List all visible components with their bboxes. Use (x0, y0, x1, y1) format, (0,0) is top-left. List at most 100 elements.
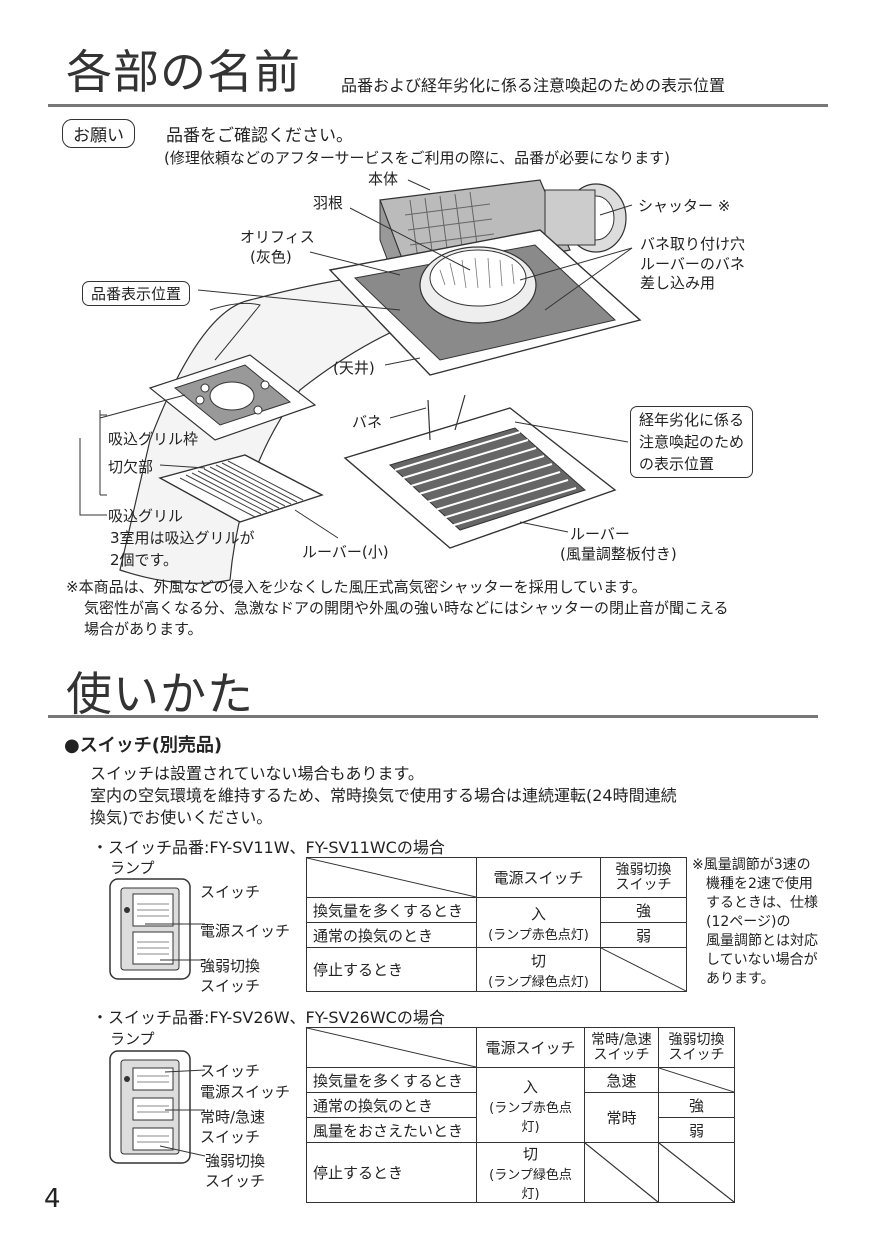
switch1-note-line: するときは、仕様 (706, 895, 818, 911)
switch2-row3: 風量をおさえたいとき (306, 1117, 477, 1143)
label-spring-hole-note2: 差し込み用 (640, 274, 716, 292)
switch2-label-strength2: スイッチ (205, 1172, 266, 1190)
label-grille-frame: 吸込グリル枠 (108, 430, 199, 448)
switch1-head-strength1: 強弱切換 (615, 861, 672, 878)
usage-intro2: 室内の空気環境を維持するため、常時換気で使用する場合は連続運転(24時間連続 (90, 786, 677, 805)
usage-intro1: スイッチは設置されていない場合もあります。 (90, 764, 424, 783)
label-spring-hole-note1: ルーバーのバネ (640, 255, 745, 273)
switch1-note-line: (12ページ)の (706, 914, 791, 930)
section-subtitle: 品番および経年劣化に係る注意喚起のための表示位置 (341, 76, 726, 95)
switch2-rapid: 急速 (584, 1067, 659, 1093)
switch2-on-cell: 入 (ランプ赤色点灯) (476, 1067, 585, 1143)
switch1-note-line: していない場合が (706, 952, 818, 968)
section-title-parts: 各部の名前 (66, 45, 301, 99)
label-orifice-note: (灰色) (250, 248, 292, 266)
switch2-label-switch: スイッチ (200, 1062, 261, 1080)
switch1-on-note: (ランプ赤色点灯) (488, 927, 589, 943)
footnote-line1: ※本商品は、外風などの侵入を少なくした風圧式高気密シャッターを採用しています。 (66, 578, 647, 596)
label-grille: 吸込グリル (108, 507, 184, 525)
label-louver-small: ルーバー(小) (302, 543, 389, 561)
switch2-label-rapid1: 常時/急速 (200, 1108, 266, 1126)
label-fan: 羽根 (313, 194, 344, 212)
switch1-note-line: あります。 (706, 971, 775, 987)
label-aging-position: 経年劣化に係る 注意喚起のため の表示位置 (630, 406, 754, 478)
switch2-constant: 常時 (584, 1092, 659, 1143)
switch2-table: 電源スイッチ 常時/急速スイッチ 強弱切換スイッチ 換気量を多くするとき 入(ラ… (306, 1027, 735, 1203)
switch2-label-strength1: 強弱切換 (205, 1152, 266, 1170)
switch1-strong: 強 (600, 897, 687, 923)
label-louver: ルーバー (570, 525, 630, 543)
switch1-off: 切 (530, 951, 546, 970)
switch-heading: ●スイッチ(別売品) (64, 735, 223, 756)
switch1-row3: 停止するとき (306, 947, 477, 992)
switch1-panel-illustration (109, 878, 205, 980)
switch1-row1: 換気量を多くするとき (306, 897, 477, 923)
switch1-caption: ・スイッチ品番:FY-SV11W、FY-SV11WCの場合 (92, 838, 445, 857)
switch2-head-strength1: 強弱切換 (668, 1031, 725, 1048)
label-grille-note2: 2個です。 (110, 551, 179, 569)
switch2-row4: 停止するとき (306, 1142, 477, 1203)
switch2-on-note: (ランプ赤色点灯) (489, 1100, 572, 1135)
section-divider (48, 104, 828, 107)
switch2-label-rapid2: スイッチ (200, 1128, 261, 1146)
label-grille-note1: 3室用は吸込グリルが (110, 529, 255, 547)
exploded-diagram (79, 179, 642, 584)
switch1-row2: 通常の換気のとき (306, 922, 477, 948)
switch1-note-line: 風量調節とは対応 (706, 933, 818, 949)
notice-detail: (修理依頼などのアフターサービスをご利用の際に、品番が必要になります) (164, 149, 670, 167)
switch2-weak: 弱 (658, 1117, 735, 1143)
switch1-note-line: 機種を2速で使用 (706, 876, 813, 892)
switch2-head-rapid2: スイッチ (593, 1046, 650, 1063)
switch1-note: ※風量調節が3速の 機種を2速で使用 するときは、仕様 (12ページ)の 風量調… (692, 856, 818, 989)
label-body: 本体 (368, 170, 399, 188)
switch1-label-switch: スイッチ (200, 883, 261, 901)
switch1-on-cell: 入 (ランプ赤色点灯) (476, 897, 601, 948)
label-aging-line1: 経年劣化に係る (639, 411, 745, 429)
page-number: 4 (44, 1184, 61, 1214)
switch2-off: 切 (522, 1145, 538, 1163)
switch2-off-note: (ランプ緑色点灯) (489, 1168, 572, 1202)
switch1-off-note: (ランプ緑色点灯) (488, 974, 589, 990)
switch1-head-power: 電源スイッチ (476, 857, 601, 898)
footnote-line2: 気密性が高くなる分、急激なドアの開閉や外風の強い時などにはシャッターの閉止音が聞… (84, 599, 729, 617)
label-model-position: 品番表示位置 (82, 281, 191, 306)
section-title-usage: 使いかた (66, 667, 254, 721)
switch2-head-rapid: 常時/急速スイッチ (584, 1027, 659, 1068)
switch2-head-strength: 強弱切換スイッチ (658, 1027, 735, 1068)
notice-headline: 品番をご確認ください。 (166, 126, 353, 146)
switch2-caption: ・スイッチ品番:FY-SV26W、FY-SV26WCの場合 (92, 1008, 445, 1027)
switch1-note-line: ※風量調節が3速の (692, 857, 811, 873)
switch2-label-power: 電源スイッチ (200, 1083, 291, 1101)
label-aging-line3: の表示位置 (639, 455, 715, 473)
switch2-off-cell: 切 (ランプ緑色点灯) (476, 1142, 585, 1203)
switch1-off-cell: 切 (ランプ緑色点灯) (476, 947, 601, 992)
switch2-panel-illustration (109, 1050, 205, 1164)
usage-intro3: 換気)でお使いください。 (90, 808, 273, 827)
switch1-head-strength: 強弱切換スイッチ (600, 857, 687, 898)
switch2-head-strength2: スイッチ (668, 1046, 725, 1063)
switch2-row1: 換気量を多くするとき (306, 1067, 477, 1093)
switch1-weak: 弱 (600, 922, 687, 948)
label-ceiling: (天井) (333, 359, 375, 377)
switch1-label-power: 電源スイッチ (200, 922, 291, 940)
switch1-head-strength2: スイッチ (615, 876, 672, 893)
notice-badge: お願い (62, 119, 135, 148)
switch2-label-lamp: ランプ (110, 1030, 155, 1048)
switch2-strong: 強 (658, 1092, 735, 1118)
footnote-line3: 場合があります。 (84, 620, 203, 638)
switch2-head-rapid1: 常時/急速 (591, 1031, 652, 1048)
label-spring-hole: バネ取り付け穴 (640, 235, 746, 253)
label-orifice: オリフィス (240, 228, 315, 246)
label-notch: 切欠部 (108, 458, 154, 476)
switch2-head-power: 電源スイッチ (476, 1027, 585, 1068)
label-aging-line2: 注意喚起のため (639, 433, 745, 451)
section-divider (48, 715, 818, 718)
switch2-on: 入 (522, 1077, 538, 1096)
switch1-label-lamp: ランプ (110, 859, 155, 877)
switch2-row2: 通常の換気のとき (306, 1092, 477, 1118)
label-louver-note: (風量調整板付き) (560, 545, 677, 563)
switch1-table: 電源スイッチ 強弱切換スイッチ 換気量を多くするとき 入(ランプ赤色点灯) 強 … (306, 857, 687, 992)
switch1-label-strength1: 強弱切換 (200, 957, 261, 975)
switch1-on: 入 (530, 904, 546, 923)
label-spring: バネ (352, 413, 383, 431)
